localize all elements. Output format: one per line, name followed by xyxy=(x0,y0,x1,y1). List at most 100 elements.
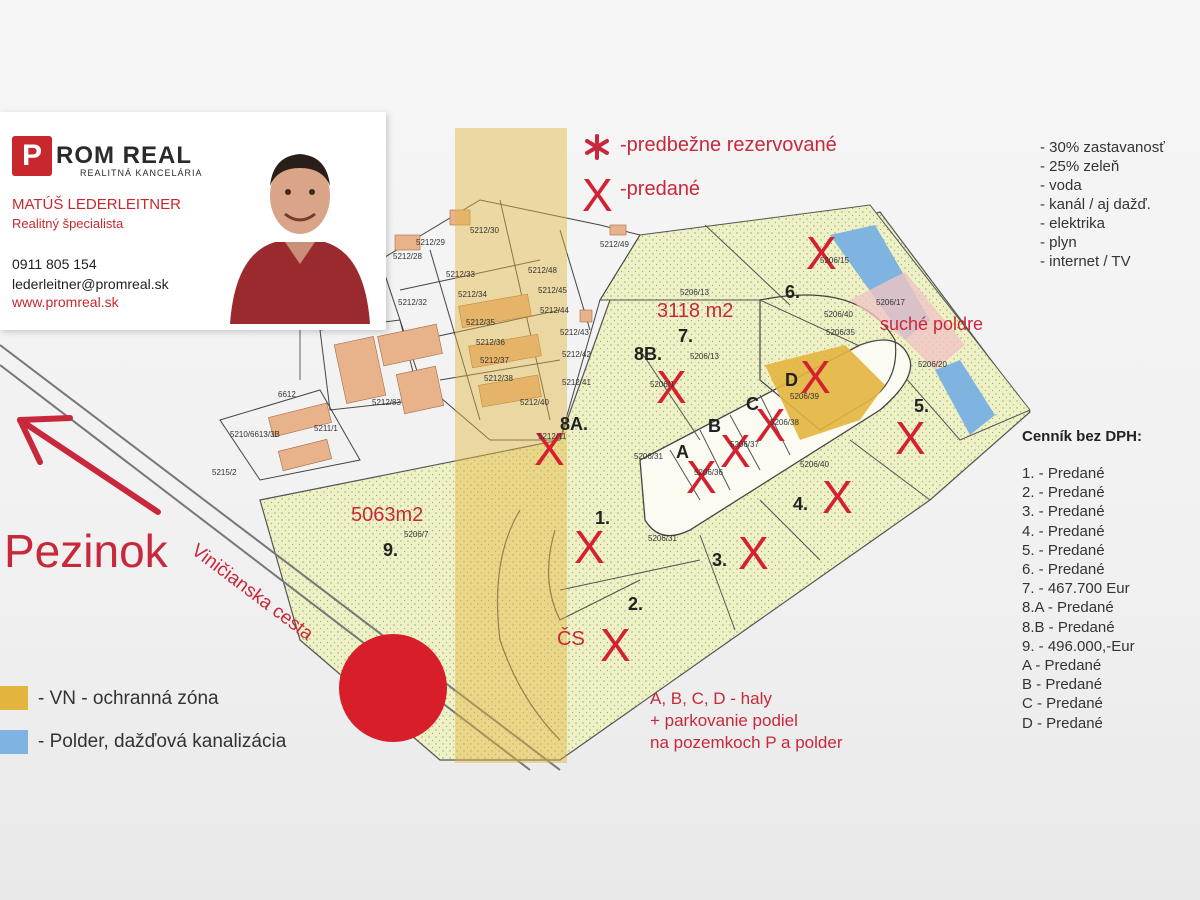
parcel-number: 5212/44 xyxy=(540,306,569,315)
sold-x-icon: X xyxy=(574,521,605,573)
parcel-number: 5212/41 xyxy=(562,378,591,387)
parcel-number: 5210/6613/3B xyxy=(230,430,280,439)
price-item: D - Predané xyxy=(1022,714,1103,732)
sold-x-icon: X xyxy=(686,451,717,503)
feature-item: - elektrika xyxy=(1040,215,1106,232)
sold-x-icon: X xyxy=(800,351,831,403)
parcel-number: 5206/40 xyxy=(800,460,829,469)
asterisk-symbol xyxy=(585,134,609,160)
price-item: 6. - Predané xyxy=(1022,561,1105,579)
parcel-number: 5206/35 xyxy=(826,328,855,337)
price-list: 1. - Predané 2. - Predané 3. - Predané 4… xyxy=(1022,464,1135,733)
parcel-number: 5212/35 xyxy=(466,318,495,327)
parcel-number: 5215/2 xyxy=(212,468,237,477)
price-item: 7. - 467.700 Eur xyxy=(1022,580,1130,598)
parcel-number: 5212/32 xyxy=(398,298,427,307)
parcel-number: 5206/39 xyxy=(790,392,819,401)
sold-x-icon: X xyxy=(895,412,926,464)
parcel-number: 5212/37 xyxy=(480,356,509,365)
parcel-number: 5212/29 xyxy=(416,238,445,247)
parcel-number: 5212/38 xyxy=(484,374,513,383)
plot-label-2: 2. xyxy=(628,594,644,614)
parcel-number: 5212/33 xyxy=(446,270,475,279)
parcel-number: 5206/36 xyxy=(694,468,723,477)
agent-phone: 0911 805 154 xyxy=(12,256,97,272)
dry-polder-label: suché poldre xyxy=(880,314,984,334)
plot-label-5: 5. xyxy=(914,396,930,416)
sold-x-icon: X xyxy=(738,527,769,579)
plot-boundaries xyxy=(559,224,931,631)
buildings xyxy=(268,209,627,472)
parcel-number: 5206/31 xyxy=(648,534,677,543)
hall-d-area xyxy=(765,345,885,440)
price-item: A - Predané xyxy=(1022,657,1102,675)
red-marker-circle xyxy=(339,634,447,742)
agent-role: Realitný špecialista xyxy=(12,216,124,231)
plot-label-d: D xyxy=(785,370,798,390)
price-list-title: Cenník bez DPH: xyxy=(1022,428,1143,445)
parcel-number: 5206/13 xyxy=(690,352,719,361)
legend-sold: -predané xyxy=(620,178,701,200)
legend-sold-x-icon: X xyxy=(582,169,613,221)
note-line: A, B, C, D - haly xyxy=(650,689,772,708)
feature-item: - 25% zeleň xyxy=(1040,158,1120,175)
parcel-number: 5212/45 xyxy=(538,286,567,295)
plot-label-c: C xyxy=(746,394,759,414)
parcel-number: 5212/43 xyxy=(560,328,589,337)
agent-name: MATÚŠ LEDERLEITNER xyxy=(12,196,181,213)
parcel-number: 5212/34 xyxy=(458,290,487,299)
parcel-area-north xyxy=(599,204,1031,441)
plot7-area: 3118 m2 xyxy=(657,300,734,322)
plot-label-1: 1. xyxy=(595,508,611,528)
price-item: 1. - Predané xyxy=(1022,465,1105,482)
legend-reserved: -predbežne rezervované xyxy=(620,134,837,156)
price-item: C - Predané xyxy=(1022,695,1103,713)
parcel-number: 5212/11 xyxy=(538,432,567,441)
halls-note: A, B, C, D - haly + parkovanie podiel na… xyxy=(650,688,842,754)
plot9-area: 5063m2 xyxy=(351,504,424,526)
agent-email: lederleitner@promreal.sk xyxy=(12,276,169,292)
price-item: 8.B - Predané xyxy=(1022,618,1115,636)
sold-x-icon: X xyxy=(720,425,751,477)
feature-item: - internet / TV xyxy=(1040,253,1131,270)
parcel-number: 5206/31 xyxy=(634,452,663,461)
price-item: 5. - Predané xyxy=(1022,541,1105,559)
parcel-number: 5212/48 xyxy=(528,266,557,275)
logo-subtitle: REALITNÁ KANCELÁRIA xyxy=(80,168,203,178)
parcel-number: 5212/36 xyxy=(476,338,505,347)
sold-x-icon: X xyxy=(822,471,853,523)
price-item: 8.A - Predané xyxy=(1022,599,1114,617)
dry-polder-zone xyxy=(850,272,965,370)
feature-item: - 30% zastavanosť xyxy=(1040,139,1165,156)
polder-south xyxy=(935,360,995,435)
parcel-number: 6612 xyxy=(278,390,296,399)
city-label: Pezinok xyxy=(4,525,168,577)
feature-item: - voda xyxy=(1040,177,1082,194)
parcel-number: 5206/13 xyxy=(680,288,709,297)
plot-label-b: B xyxy=(708,416,721,436)
direction-arrow xyxy=(17,415,161,515)
feature-item: - plyn xyxy=(1040,234,1077,251)
legend-polder-swatch xyxy=(0,730,28,754)
logo-mark: P xyxy=(12,136,52,176)
plot-label-3: 3. xyxy=(712,550,728,570)
note-line: na pozemkoch P a polder xyxy=(650,733,843,752)
sold-x-icon: X xyxy=(806,227,837,279)
logo-text: ROM REAL xyxy=(56,142,192,169)
parcel-number: 5211/1 xyxy=(314,424,338,433)
note-line: + parkovanie podiel xyxy=(650,711,798,730)
price-item: B - Predané xyxy=(1022,676,1103,694)
legend-vn-swatch xyxy=(0,686,28,710)
parcel-number: 5206/38 xyxy=(770,418,799,427)
feature-item: - kanál / aj dažď. xyxy=(1040,196,1151,213)
parcel-number: 5206/40 xyxy=(824,310,853,319)
features-list: - 30% zastavanosť - 25% zeleň - voda - k… xyxy=(1040,138,1165,271)
parcel-number: 5212/42 xyxy=(562,350,591,359)
parcel-number: 5212/40 xyxy=(520,398,549,407)
parcel-number: 5206/37 xyxy=(730,440,759,449)
vn-protection-zone xyxy=(455,128,567,763)
sold-x-icon: X xyxy=(534,423,565,475)
parcel-number: 5206/7 xyxy=(404,530,429,539)
